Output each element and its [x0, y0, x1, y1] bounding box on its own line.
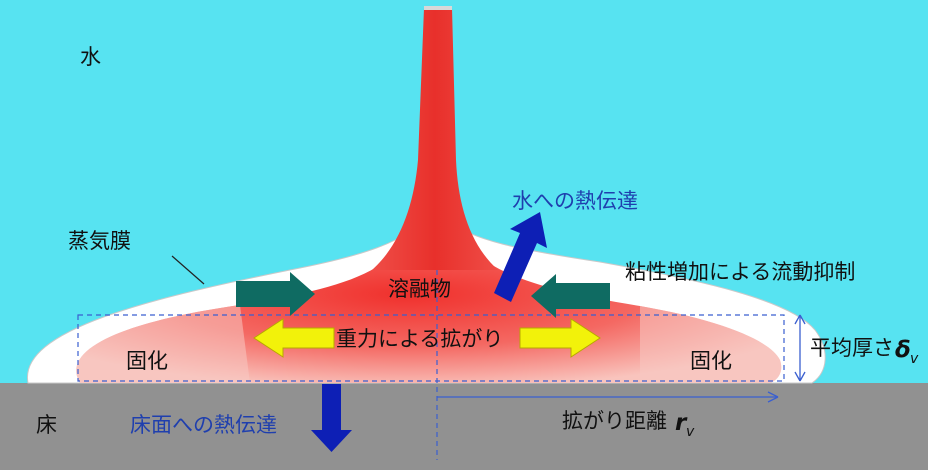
spread-distance-arrowhead: [767, 391, 779, 403]
column-top: [424, 6, 452, 10]
avg-thickness-label: 平均厚さ: [810, 336, 894, 360]
solidified-left-label: 固化: [126, 349, 168, 373]
thickness-symbol: δ: [895, 337, 911, 363]
spread-distance-label: 拡がり距離: [562, 409, 667, 433]
gravity-spread-label: 重力による拡がり: [336, 327, 503, 351]
heat-to-floor-arrow: [311, 384, 352, 452]
thickness-box: [77, 314, 785, 382]
solidified-crust-right: [640, 306, 782, 383]
melt-column: [372, 8, 498, 270]
distance-symbol: r: [675, 410, 688, 436]
melt-label: 溶融物: [388, 277, 451, 301]
push-arrow-left: [236, 272, 315, 316]
solidified-right-label: 固化: [690, 349, 732, 373]
water-label: 水: [80, 45, 101, 69]
vapor-film-label: 蒸気膜: [68, 229, 131, 253]
floor-label: 床: [36, 413, 57, 437]
melt-pool: [76, 230, 782, 383]
heat-to-water-label: 水への熱伝達: [512, 189, 638, 213]
viscosity-label: 粘性増加による流動抑制: [625, 260, 855, 284]
vapor-film-leader: [171, 255, 205, 285]
push-arrow-right: [531, 274, 610, 318]
solidified-crust-left: [76, 305, 250, 383]
gravity-arrow-right: [519, 318, 601, 358]
heat-to-water-arrow: [494, 212, 547, 302]
gravity-arrow-left: [253, 318, 335, 358]
thickness-subscript: v: [910, 351, 919, 367]
thickness-arrowheads: [794, 314, 806, 382]
distance-subscript: v: [686, 424, 695, 440]
heat-to-floor-label: 床面への熱伝達: [130, 413, 277, 437]
